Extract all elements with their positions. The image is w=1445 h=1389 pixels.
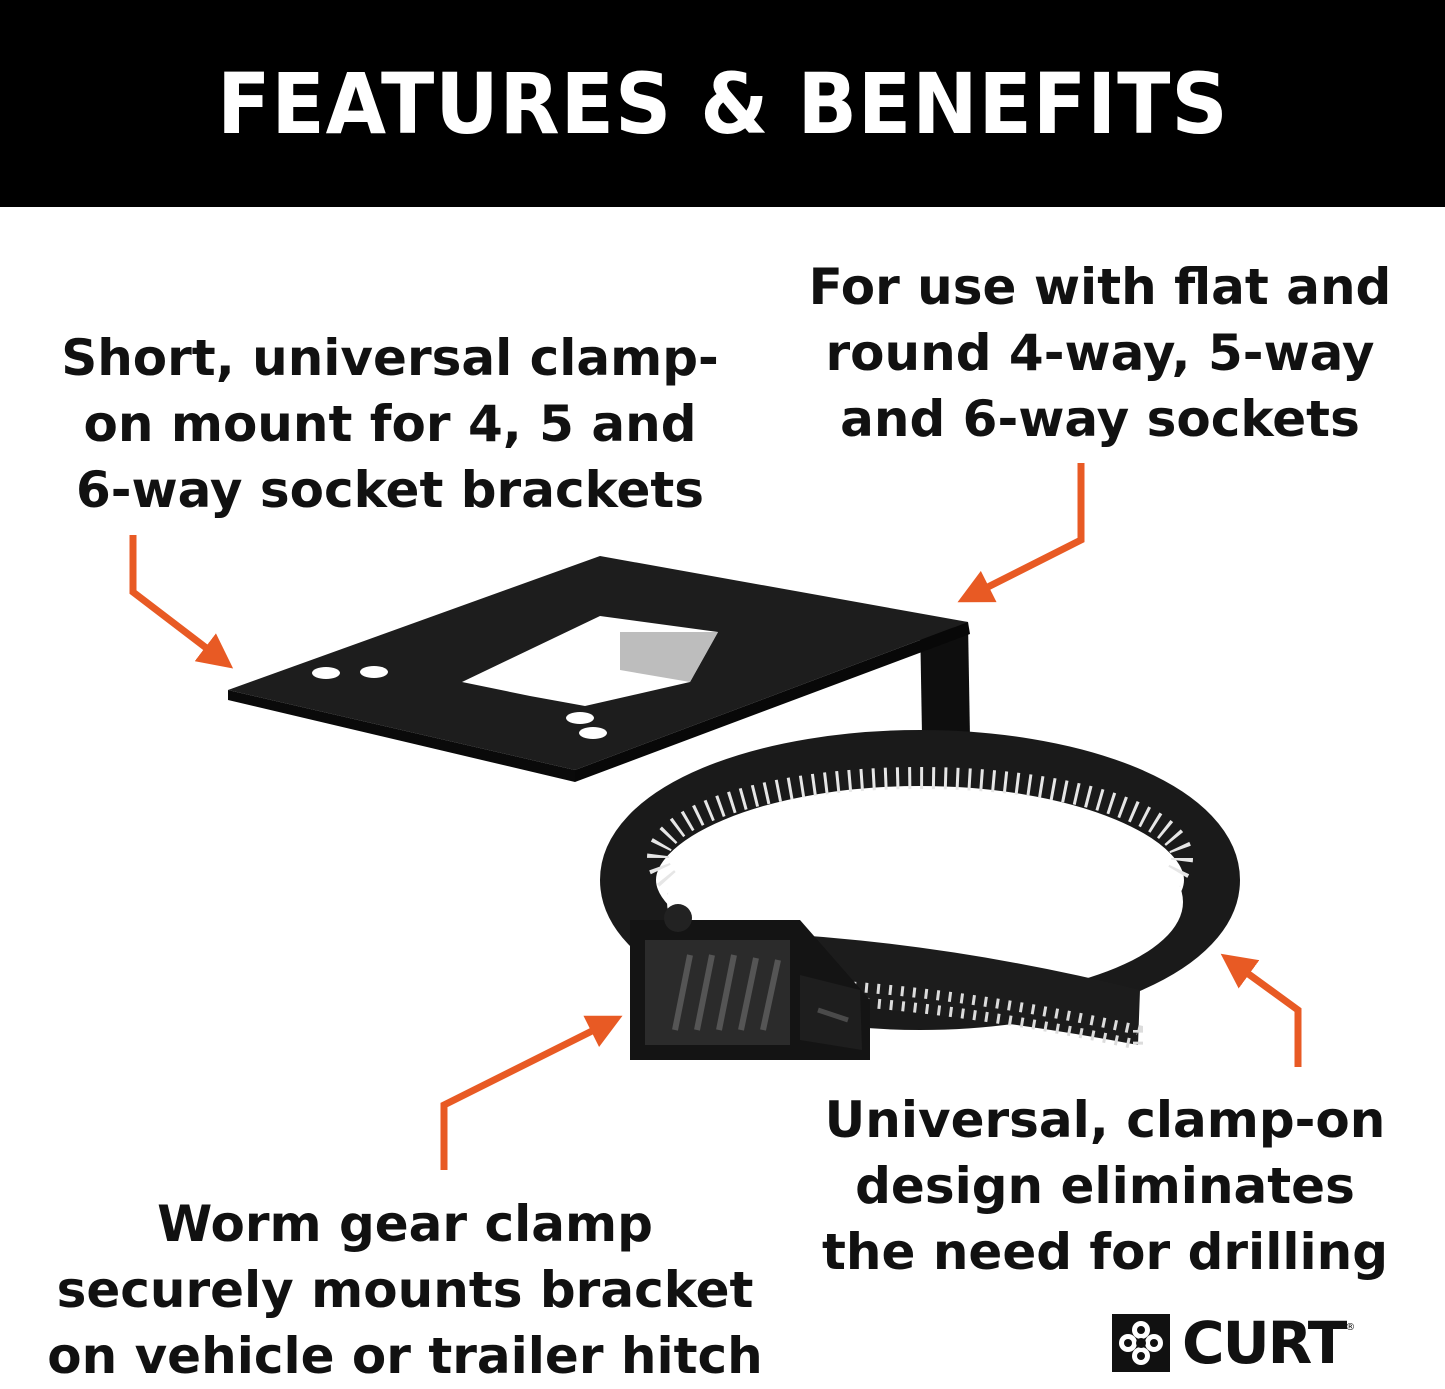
callout-socket-compat: For use with flat and round 4-way, 5-way… <box>808 258 1392 448</box>
brand-name: CURT <box>1182 1309 1347 1377</box>
curt-flower-icon <box>1112 1314 1170 1372</box>
header-banner: FEATURES & BENEFITS <box>0 0 1445 207</box>
brand-logo: CURT ® <box>1110 1308 1355 1378</box>
bracket-image <box>228 556 970 782</box>
callout-short-mount: Short, universal clamp- on mount for 4, … <box>61 329 719 519</box>
callout-arrows <box>129 463 1302 1170</box>
arrow-no-drilling <box>1220 953 1302 1067</box>
page-title: FEATURES & BENEFITS <box>216 54 1229 153</box>
hose-clamp-image <box>600 730 1240 1060</box>
callout-no-drilling: Universal, clamp-on design eliminates th… <box>822 1091 1388 1281</box>
registered-mark: ® <box>1345 1322 1356 1333</box>
arrow-worm-gear <box>440 1015 623 1170</box>
arrow-socket-compat <box>957 463 1085 603</box>
callout-worm-gear: Worm gear clamp securely mounts bracket … <box>47 1195 763 1385</box>
arrow-short-mount <box>129 535 234 669</box>
